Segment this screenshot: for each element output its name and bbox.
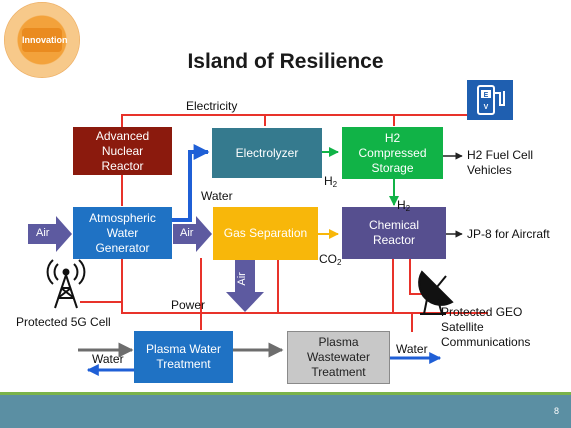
gas-separation-box: Gas Separation: [213, 207, 318, 260]
h2-down-subscript: 2: [405, 204, 411, 213]
electricity-label: Electricity: [186, 99, 238, 113]
logo-center-text: Innovation: [22, 28, 68, 52]
electrolyzer-box: Electrolyzer: [212, 128, 322, 178]
co2-text: CO: [319, 252, 337, 266]
page-number: 8: [553, 406, 559, 416]
air-in-label: Air: [36, 227, 50, 239]
chemical-reactor-box: Chemical Reactor: [342, 207, 446, 259]
air-out-arrow: [226, 260, 264, 312]
institute-logo: Innovation: [4, 2, 80, 78]
water-label-awg: Water: [201, 189, 233, 203]
geo-satellite-label: Protected GEO Satellite Communications: [441, 305, 531, 349]
advanced-nuclear-reactor-box: Advanced Nuclear Reactor: [73, 127, 172, 175]
h2-down-text: H: [397, 198, 406, 212]
co2-subscript: 2: [337, 258, 342, 267]
air-mid-label: Air: [180, 227, 194, 239]
ev-charger-icon: E V: [467, 80, 513, 120]
jp8-label: JP-8 for Aircraft: [467, 227, 550, 241]
air-out-label: Air: [235, 272, 248, 286]
footer-bar: [0, 392, 571, 428]
slide-title: Island of Resilience: [187, 50, 384, 73]
water-out-left-label: Water: [92, 352, 124, 366]
protected-5g-label: Protected 5G Cell: [16, 315, 111, 329]
water-out-right-label: Water: [396, 342, 428, 356]
plasma-wastewater-treatment-box: Plasma Wastewater Treatment: [287, 331, 390, 384]
satellite-dish-icon: [418, 270, 454, 315]
atmospheric-water-generator-box: Atmospheric Water Generator: [73, 207, 172, 259]
air-mid-arrow: [173, 216, 212, 252]
h2-compressed-storage-box: H2 Compressed Storage: [342, 127, 443, 179]
water-to-electrolyzer-arrow: [171, 144, 210, 222]
svg-text:E: E: [484, 92, 489, 99]
svg-text:V: V: [484, 104, 489, 111]
h2-label-left: H2: [324, 159, 337, 190]
co2-label: CO2: [319, 237, 341, 268]
cell-tower-icon: [46, 259, 86, 309]
h2-fuel-cell-vehicles-label: H2 Fuel Cell Vehicles: [467, 148, 534, 177]
h2-left-subscript: 2: [332, 180, 338, 189]
h2-label-down: H2: [397, 183, 410, 214]
h2-left-text: H: [324, 174, 333, 188]
air-in-arrow: [28, 216, 72, 252]
footer-stripe: [0, 392, 571, 395]
power-label: Power: [171, 298, 206, 312]
plasma-water-treatment-box: Plasma Water Treatment: [134, 331, 233, 383]
